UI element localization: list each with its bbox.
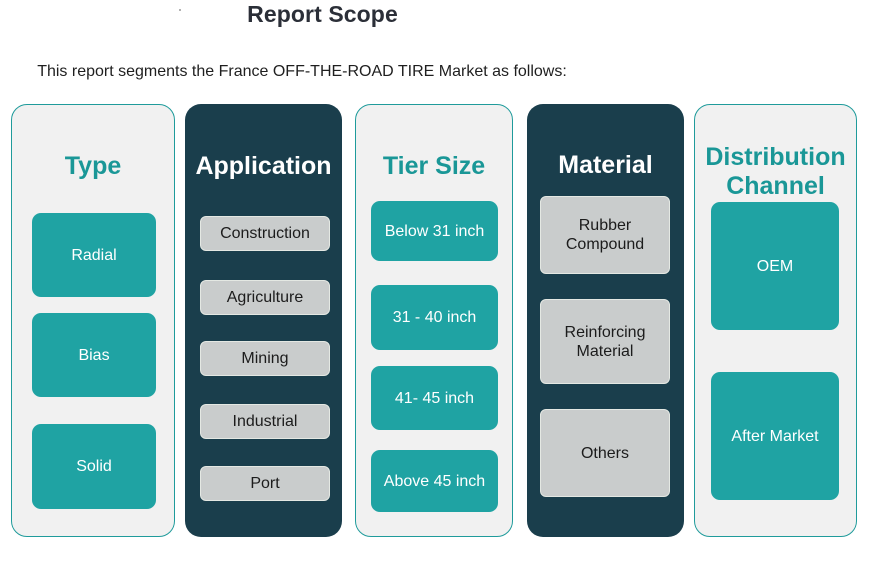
segment-column-application: Application Construction Agriculture Min…: [185, 104, 342, 537]
segment-item-industrial[interactable]: Industrial: [200, 404, 330, 439]
column-header-application: Application: [195, 152, 332, 180]
segment-item-solid[interactable]: Solid: [32, 424, 156, 509]
column-header-type: Type: [64, 152, 122, 180]
report-subtitle: This report segments the France OFF-THE-…: [37, 63, 567, 80]
segment-column-tier-size: Tier Size Below 31 inch 31 - 40 inch 41-…: [355, 104, 513, 537]
segment-column-distribution-channel: Distribution Channel OEM After Market: [694, 104, 857, 537]
segment-item-rubber-compound[interactable]: Rubber Compound: [540, 196, 670, 274]
column-header-material: Material: [558, 151, 653, 179]
segment-column-type: Type Radial Bias Solid: [11, 104, 175, 537]
segment-item-agriculture[interactable]: Agriculture: [200, 280, 330, 315]
segment-item-others[interactable]: Others: [540, 409, 670, 497]
segment-item-above-45-inch[interactable]: Above 45 inch: [371, 450, 498, 512]
segment-item-reinforcing-material[interactable]: Reinforcing Material: [540, 299, 670, 384]
column-header-distribution-channel: Distribution Channel: [705, 143, 846, 200]
segment-item-41-45-inch[interactable]: 41- 45 inch: [371, 366, 498, 430]
decorative-dot: [179, 9, 181, 11]
segment-item-port[interactable]: Port: [200, 466, 330, 501]
segment-item-radial[interactable]: Radial: [32, 213, 156, 297]
segment-item-below-31-inch[interactable]: Below 31 inch: [371, 201, 498, 261]
column-header-tier-size: Tier Size: [382, 152, 486, 180]
segment-item-bias[interactable]: Bias: [32, 313, 156, 397]
segment-item-oem[interactable]: OEM: [711, 202, 839, 330]
segment-column-material: Material Rubber Compound Reinforcing Mat…: [527, 104, 684, 537]
page-title: Report Scope: [247, 1, 398, 27]
segment-item-construction[interactable]: Construction: [200, 216, 330, 251]
segment-item-after-market[interactable]: After Market: [711, 372, 839, 500]
segment-item-31-40-inch[interactable]: 31 - 40 inch: [371, 285, 498, 350]
segment-item-mining[interactable]: Mining: [200, 341, 330, 376]
